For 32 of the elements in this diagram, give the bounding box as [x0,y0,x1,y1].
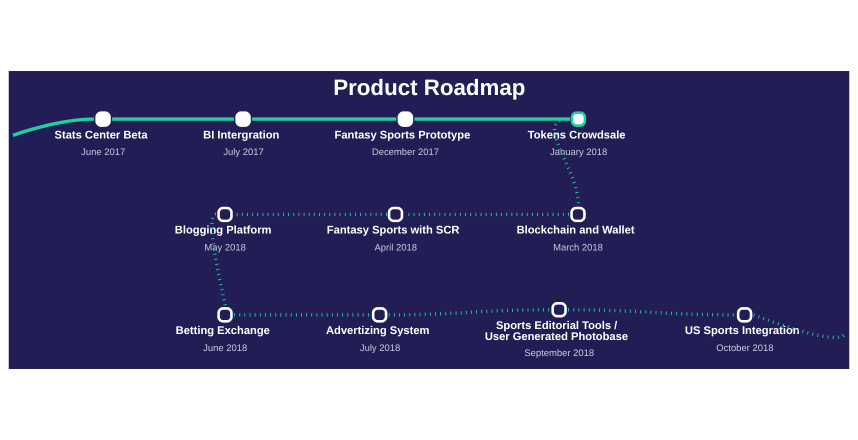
node-label: December 2017 [372,146,440,158]
node-label: Sports Editorial Tools / User Generated Photobase [484,320,628,344]
connector [414,117,570,121]
node-label: July 2018 [360,342,400,354]
connector [388,308,550,317]
node-label: Blockchain and Wallet [516,224,635,237]
node-label: BI Intergration [203,129,280,142]
node-label: April 2018 [374,242,417,254]
connector [553,117,580,206]
node-label: June 2017 [81,146,126,158]
connector [568,308,736,317]
node-label: June 2018 [203,342,248,354]
connector [753,313,847,340]
node-label: July 2017 [223,146,264,158]
node-label: March 2018 [553,242,603,254]
node-label: Fantasy Sports with SCR [326,224,460,237]
connector [12,117,94,137]
connector [210,213,228,307]
node-label: US Sports Integration [684,325,800,338]
node-label: Betting Exchange [176,325,270,338]
node-label: Blogging Platform [174,224,272,237]
node-label: Stats Center Beta [54,129,148,142]
node-label: Fantasy Sports Prototype [334,129,470,142]
node-label: January 2018 [550,146,608,158]
node-label: October 2018 [716,342,774,354]
diagram-title: Product Roadmap [333,74,526,100]
node-label: May 2018 [204,242,246,254]
node-label: Tokens Crowdsale [528,129,626,142]
connector [252,117,396,121]
node-label: Advertizing System [326,325,430,338]
node-label: September 2018 [524,348,594,359]
connector [112,117,234,121]
